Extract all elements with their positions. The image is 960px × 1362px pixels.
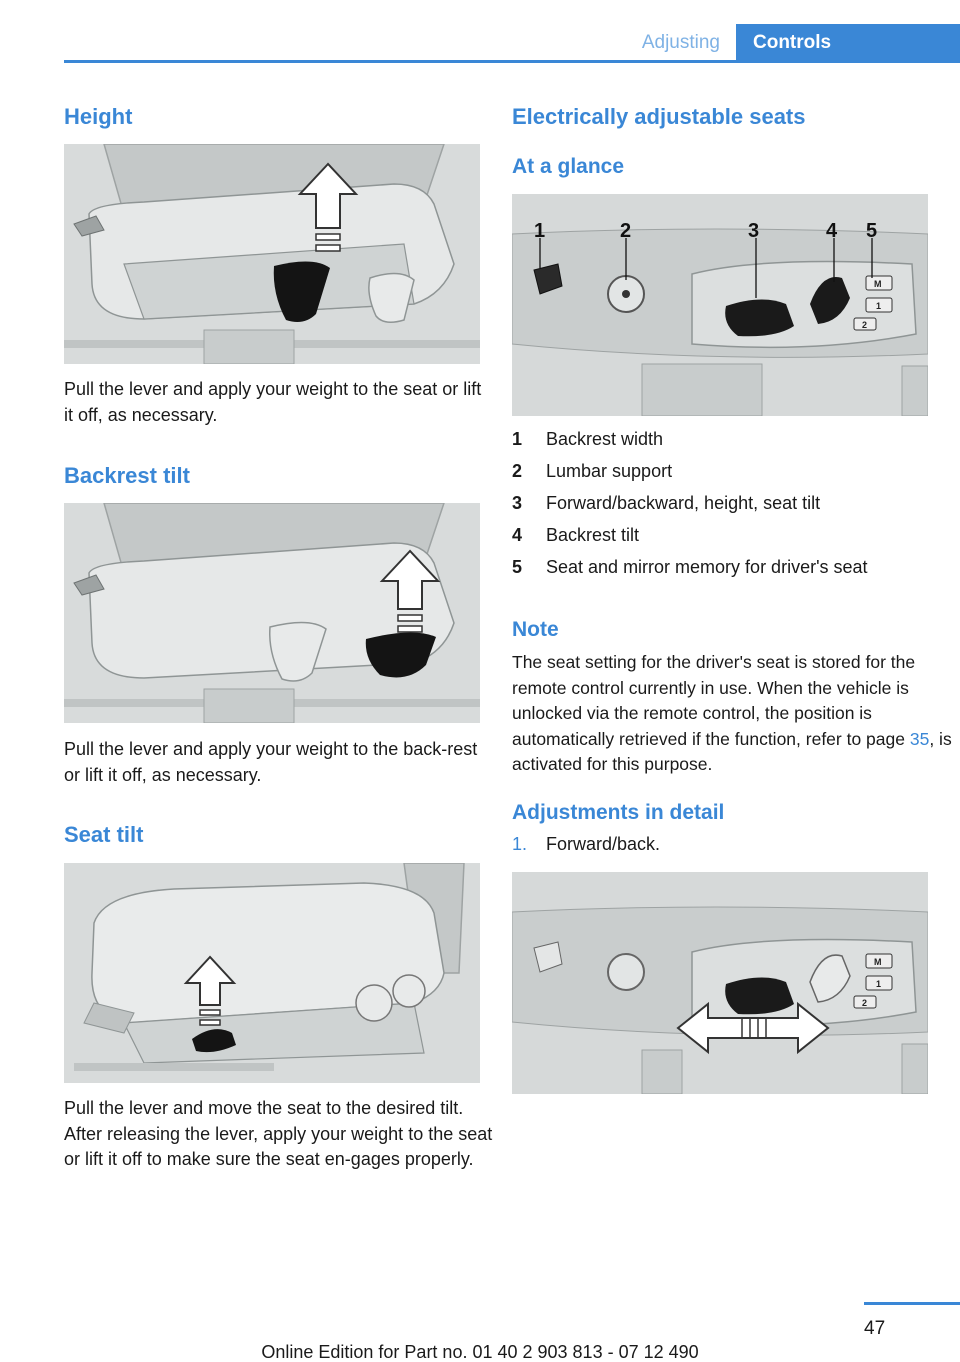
callout-5: 5 <box>866 220 877 242</box>
memory-button-1-label: 1 <box>876 979 881 989</box>
list-item: 3 Forward/backward, height, seat tilt <box>512 487 932 519</box>
header-section-tab[interactable]: Adjusting <box>641 32 720 53</box>
seat-controls-illustration: 1 2 3 4 5 M 1 2 <box>512 194 928 416</box>
callout-1: 1 <box>534 220 545 242</box>
callout-4: 4 <box>826 220 838 242</box>
memory-button-2-label: 2 <box>862 998 867 1008</box>
list-item: 4 Backrest tilt <box>512 519 932 551</box>
height-heading: Height <box>64 104 133 129</box>
backrest-tilt-instruction: Pull the lever and apply your weight to … <box>64 739 478 785</box>
at-a-glance-heading: At a glance <box>512 155 625 178</box>
seat-tilt-instruction: Pull the lever and move the seat to the … <box>64 1098 493 1169</box>
callout-2: 2 <box>620 220 631 242</box>
header-chapter-tab[interactable]: Controls <box>736 24 960 62</box>
edition-footer: Online Edition for Part no. 01 40 2 903 … <box>261 1342 699 1362</box>
callout-3: 3 <box>748 220 759 242</box>
list-item-label: Seat and mirror memory for driver's seat <box>546 557 868 577</box>
list-item-label: Forward/backward, height, seat tilt <box>546 493 821 513</box>
list-item-number: 2 <box>512 461 523 481</box>
page-number: 47 <box>864 1318 886 1339</box>
note-heading: Note <box>512 618 559 641</box>
list-item-number: 3 <box>512 493 523 513</box>
list-item: 2 Lumbar support <box>512 455 932 487</box>
memory-button-m-label: M <box>874 957 882 967</box>
step-text: Forward/back. <box>546 834 661 854</box>
memory-button-2-label: 2 <box>862 320 867 330</box>
electric-seats-heading: Electrically adjustable seats <box>512 104 806 129</box>
list-item: 5 Seat and mirror memory for driver's se… <box>512 551 932 583</box>
header-rule <box>64 60 960 63</box>
memory-button-m-label: M <box>874 279 882 289</box>
list-item: 1 Backrest width <box>512 423 932 455</box>
adjustments-in-detail-heading: Adjustments in detail <box>512 801 725 824</box>
list-item-label: Backrest width <box>546 429 664 449</box>
memory-button-1-label: 1 <box>876 301 881 311</box>
footer-rule <box>864 1302 960 1305</box>
height-illustration <box>64 144 480 364</box>
page-35-link[interactable]: 35 <box>909 728 930 749</box>
list-item-label: Backrest tilt <box>546 525 640 545</box>
seat-tilt-illustration <box>64 863 480 1083</box>
height-instruction: Pull the lever and apply your weight to … <box>64 379 482 425</box>
list-item-number: 5 <box>512 557 523 577</box>
seat-tilt-heading: Seat tilt <box>64 822 144 847</box>
list-item-number: 4 <box>512 525 523 545</box>
backrest-tilt-illustration <box>64 503 480 723</box>
forward-back-illustration: M 1 2 <box>512 872 928 1094</box>
backrest-tilt-heading: Backrest tilt <box>64 463 190 488</box>
step-number: 1. <box>512 834 528 854</box>
list-item-label: Lumbar support <box>546 461 673 481</box>
list-item-number: 1 <box>512 429 523 449</box>
note-text: The seat setting for the driver's seat i… <box>512 652 952 774</box>
